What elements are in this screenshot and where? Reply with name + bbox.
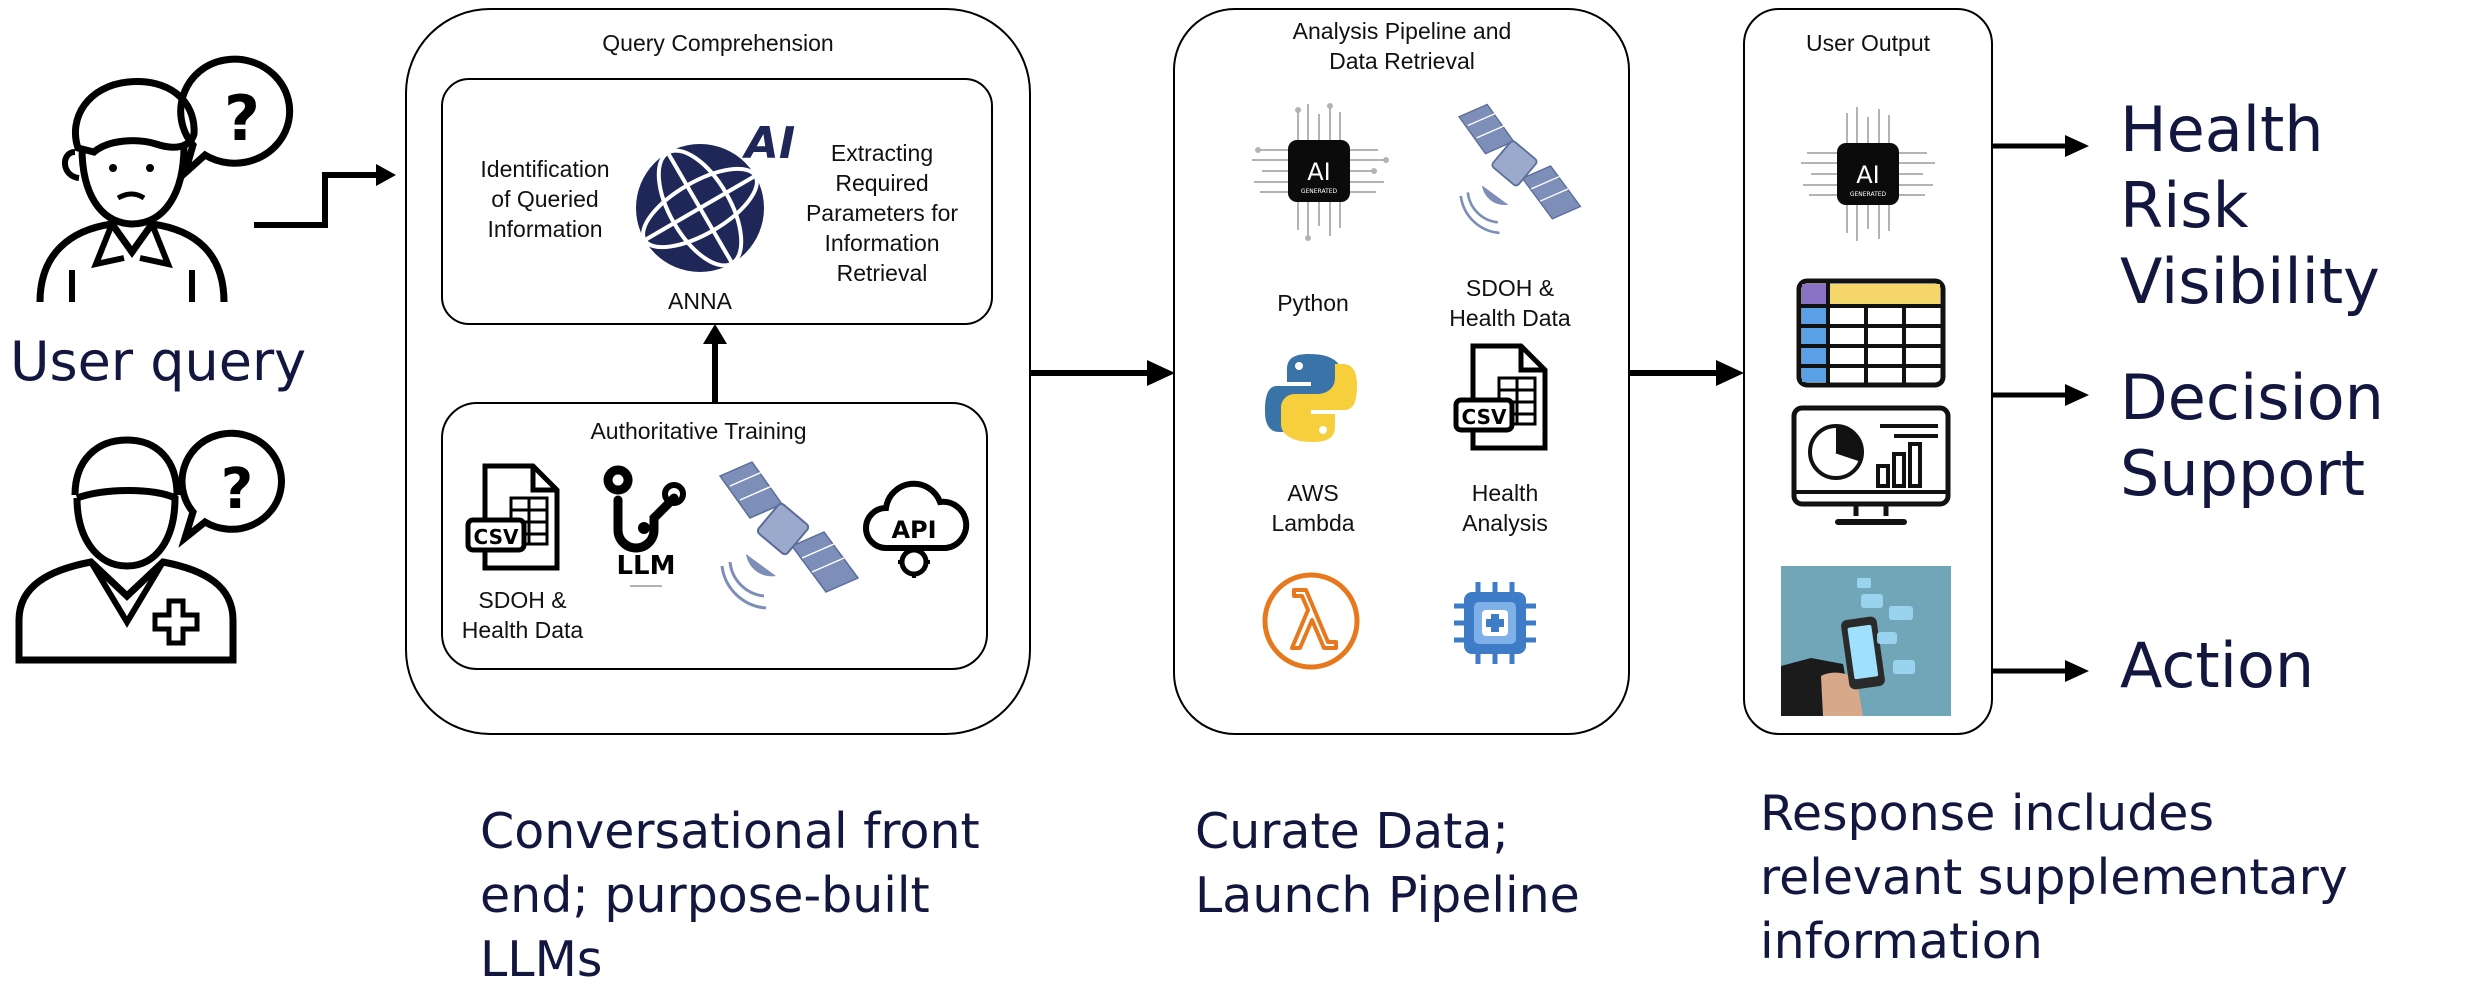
query-comprehension-title: Query Comprehension — [602, 30, 834, 56]
user-patient-icon: ? — [36, 55, 294, 303]
user-query-label: User query — [10, 330, 307, 393]
health-chip-icon — [1454, 582, 1536, 664]
health-analysis-label: Health Analysis — [1462, 480, 1548, 536]
api-cloud-icon: API — [863, 480, 970, 578]
phone-chat-photo-icon — [1781, 566, 1951, 716]
user-doctor-icon: ? — [15, 429, 285, 664]
outcome-action: Action — [2120, 629, 2315, 702]
outcome-decision-support: Decision Support — [2120, 361, 2384, 510]
anna-panel — [441, 78, 993, 325]
ai-chip-icon: AI GENERATED — [1252, 103, 1389, 241]
arrow-to-output-icon — [1630, 360, 1744, 386]
authoritative-training-title: Authoritative Training — [590, 418, 807, 444]
speech-bubble-icon: ? — [177, 55, 294, 184]
svg-text:CSV: CSV — [1462, 405, 1507, 429]
svg-text:GENERATED: GENERATED — [1301, 188, 1338, 195]
anna-left-text: Identification of Queried Information — [480, 156, 610, 242]
caption-response: Response includes relevant supplementary… — [1760, 785, 2348, 970]
aws-lambda-icon — [1262, 572, 1360, 670]
user-output-title: User Output — [1806, 30, 1930, 56]
svg-text:AI: AI — [1307, 158, 1331, 186]
caption-front-end: Conversational front end; purpose-built … — [480, 803, 980, 988]
svg-text:AI: AI — [1856, 161, 1880, 189]
anna-globe-icon: AI — [636, 118, 795, 272]
aws-lambda-label: AWS Lambda — [1271, 480, 1355, 536]
outcome-arrow-icon — [1993, 384, 2089, 406]
python-label: Python — [1277, 290, 1349, 316]
dashboard-monitor-icon — [1791, 405, 1951, 525]
llm-icon: LLM — [603, 465, 686, 587]
outcome-arrow-icon — [1993, 660, 2089, 682]
python-icon — [1265, 354, 1357, 442]
outcome-health-risk-visibility: Health Risk Visibility — [2120, 93, 2380, 318]
sdoh-label: SDOH & Health Data — [1449, 275, 1571, 331]
caption-curate: Curate Data; Launch Pipeline — [1195, 803, 1580, 924]
svg-text:?: ? — [224, 82, 260, 155]
table-icon — [1796, 278, 1946, 388]
speech-bubble-icon: ? — [178, 429, 285, 548]
anna-name: ANNA — [668, 288, 732, 314]
satellite-icon — [1458, 103, 1582, 235]
arrow-to-pipeline-icon — [1031, 360, 1175, 386]
svg-text:?: ? — [221, 457, 253, 522]
satellite-icon — [718, 461, 860, 610]
csv-file-icon: CSV — [1453, 343, 1548, 451]
ai-chip-icon: AI GENERATED — [1801, 107, 1935, 241]
training-csv-caption: SDOH & Health Data — [461, 587, 584, 643]
anna-right-text: Extracting Required Parameters for Infor… — [805, 140, 959, 286]
svg-text:LLM: LLM — [616, 551, 675, 581]
svg-text:GENERATED: GENERATED — [1850, 191, 1887, 198]
outcome-arrow-icon — [1993, 135, 2089, 157]
svg-text:CSV: CSV — [474, 525, 519, 549]
svg-text:API: API — [891, 516, 936, 544]
up-arrow-icon — [703, 324, 727, 404]
step-arrow-icon — [254, 164, 396, 228]
pipeline-title: Analysis Pipeline and Data Retrieval — [1292, 18, 1512, 74]
svg-text:AI: AI — [742, 118, 795, 169]
analysis-pipeline-panel — [1173, 8, 1630, 735]
csv-file-icon: CSV — [465, 463, 560, 571]
